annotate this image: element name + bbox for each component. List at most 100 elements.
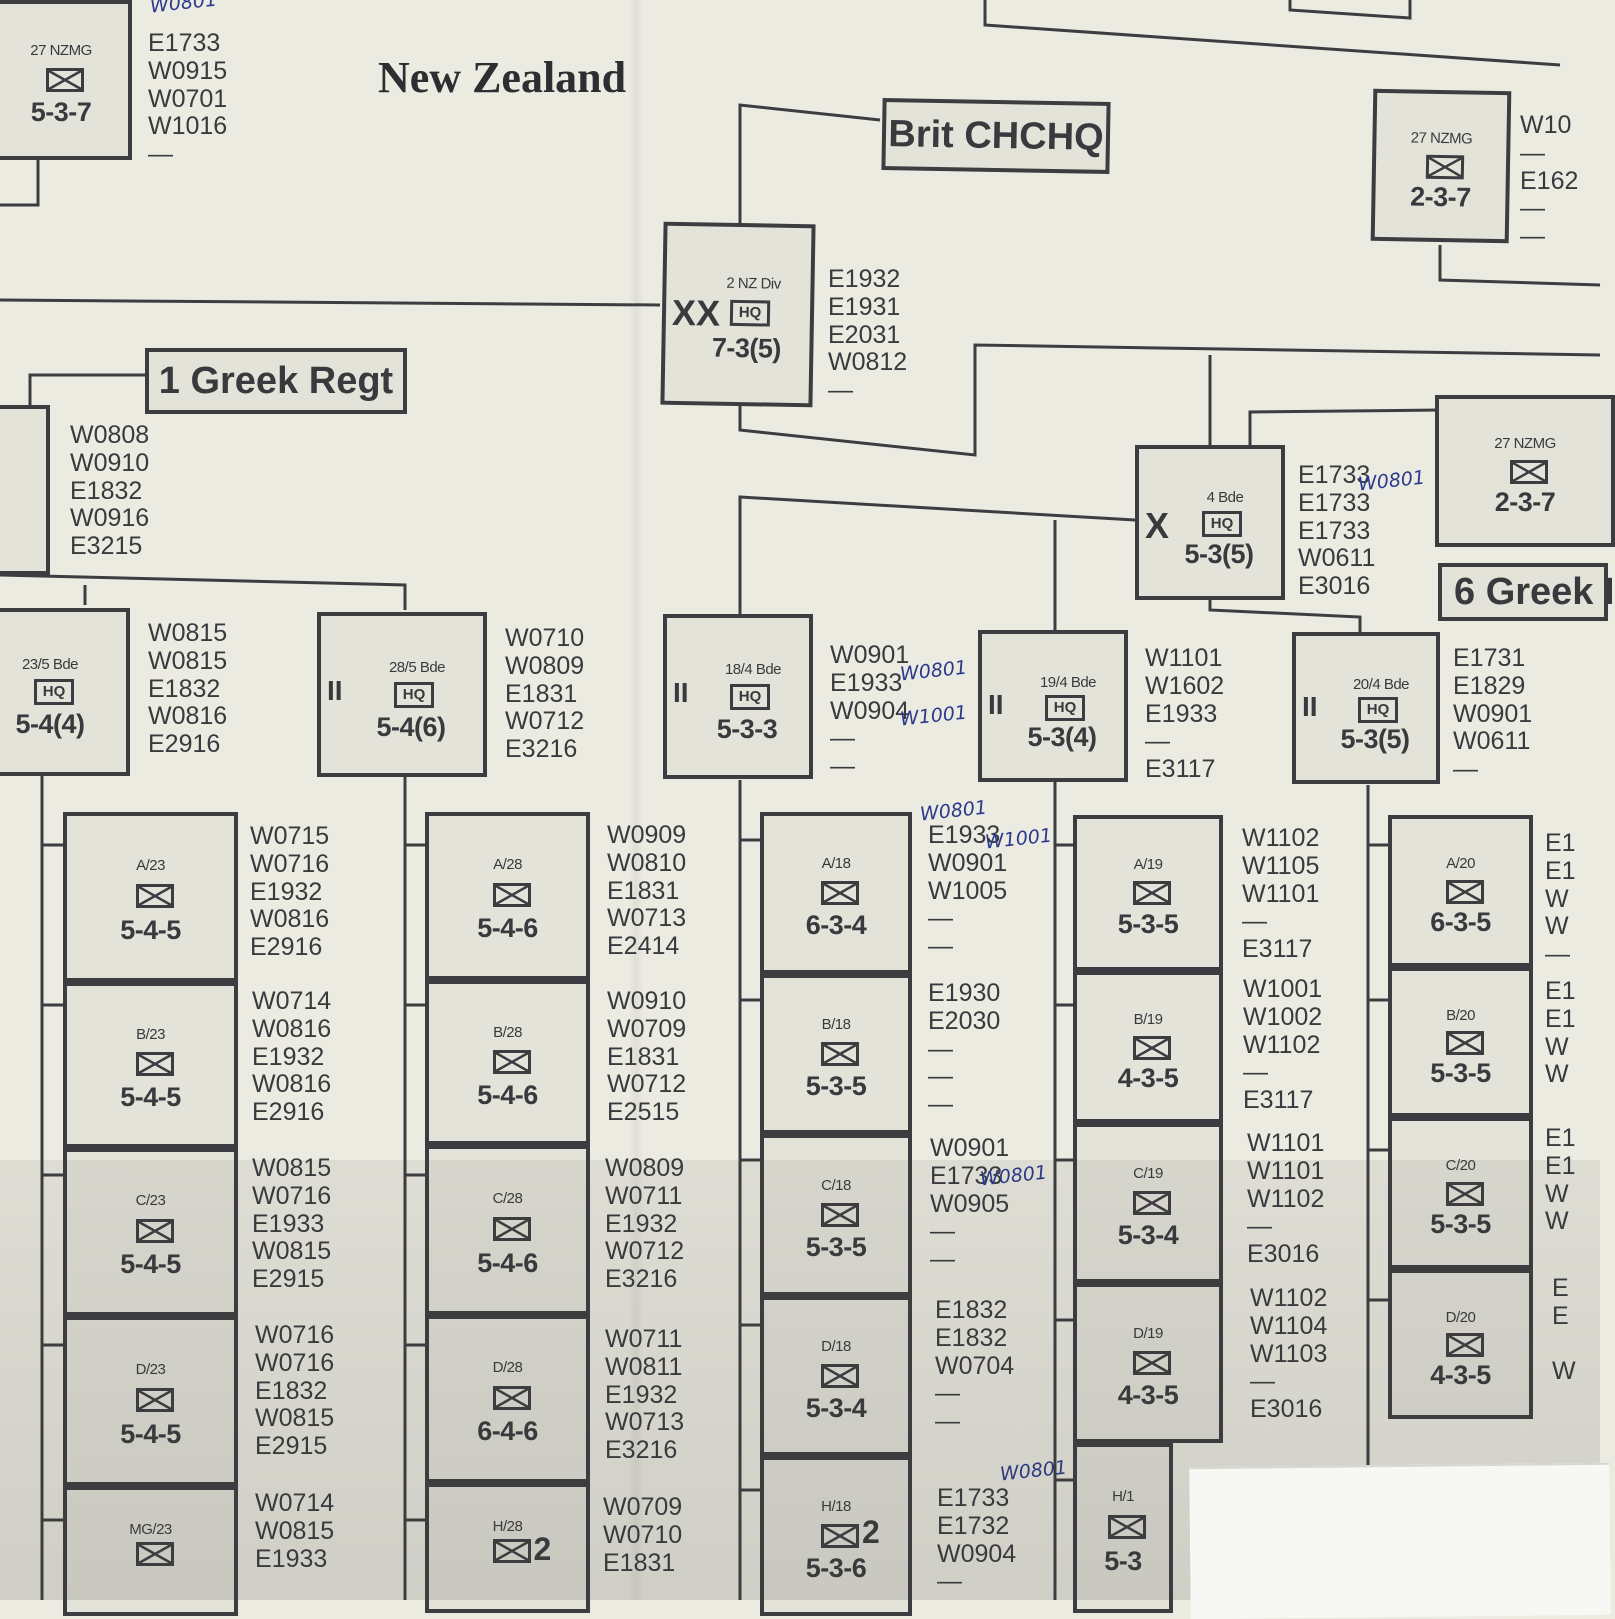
setup-code: W10 xyxy=(1520,111,1572,139)
setup-code: E1733 xyxy=(1298,461,1371,489)
setup-code: E1 xyxy=(1545,1004,1576,1033)
infantry-symbol-icon xyxy=(1133,1191,1171,1215)
unit-strength: 5-3-4 xyxy=(805,1392,867,1423)
setup-code: E3216 xyxy=(605,1436,678,1465)
setup-code: W0815 xyxy=(255,1404,335,1433)
setup-code: E2031 xyxy=(828,320,901,349)
unit-abbreviation: D/18 xyxy=(821,1338,851,1356)
setup-code: — xyxy=(928,904,953,933)
setup-code: E3016 xyxy=(1247,1240,1320,1269)
unit-step-note: 2 xyxy=(862,1514,880,1551)
setup-code: E1831 xyxy=(607,876,680,905)
setup-code: W0715 xyxy=(250,822,330,850)
echelon-marker: II xyxy=(327,675,343,707)
setup-code: W0816 xyxy=(252,1014,332,1043)
unit-strength: 5-4-6 xyxy=(477,913,538,944)
setup-code: W0712 xyxy=(605,1237,685,1266)
setup-code: W0809 xyxy=(605,1154,685,1182)
setup-code: E xyxy=(1552,1301,1569,1330)
unit-abbreviation: A/20 xyxy=(1446,855,1475,873)
unit-abbreviation: A/28 xyxy=(493,856,522,874)
setup-code: E3117 xyxy=(1243,1086,1314,1115)
unit-abbreviation: C/28 xyxy=(492,1189,523,1207)
hq-symbol-icon: HQ xyxy=(1045,694,1085,721)
setup-code: — xyxy=(1250,1367,1275,1396)
setup-code: E xyxy=(1552,1274,1569,1302)
infantry-symbol-icon xyxy=(1133,1035,1171,1060)
setup-code: W0811 xyxy=(605,1352,683,1381)
setup-code: W xyxy=(1552,1357,1576,1386)
setup-code: E1831 xyxy=(603,1548,676,1577)
setup-code: E3117 xyxy=(1145,755,1216,784)
setup-code: E2414 xyxy=(607,932,680,961)
setup-code: — xyxy=(928,1090,953,1119)
infantry-symbol-icon xyxy=(492,1050,531,1074)
setup-code: — xyxy=(1520,138,1545,167)
setup-code: E1932 xyxy=(828,265,901,293)
setup-code: W xyxy=(1545,1060,1569,1089)
infantry-symbol-icon xyxy=(1510,459,1548,484)
infantry-symbol-icon xyxy=(821,1202,859,1227)
unit-strength: 5-4-6 xyxy=(477,1079,538,1110)
setup-code: E1832 xyxy=(255,1376,328,1405)
setup-code: W1101 xyxy=(1247,1156,1325,1185)
hq-symbol-icon: HQ xyxy=(34,679,74,706)
setup-code: W1102 xyxy=(1250,1284,1328,1312)
infantry-symbol-icon xyxy=(1445,1031,1484,1055)
setup-code: E1731 xyxy=(1453,644,1526,672)
unit-strength: 4-3-5 xyxy=(1430,1360,1491,1390)
setup-code: — xyxy=(930,1217,955,1246)
setup-code: E1933 xyxy=(1145,699,1218,728)
setup-code: E1831 xyxy=(505,679,578,708)
unit-abbreviation: D/28 xyxy=(492,1359,523,1377)
setup-code: W0810 xyxy=(607,848,687,877)
setup-code: W0710 xyxy=(603,1520,683,1549)
setup-code: W1001 xyxy=(1243,975,1323,1003)
setup-code: W1102 xyxy=(1247,1184,1325,1213)
label-6-greek: 6 Greek I xyxy=(1438,563,1615,621)
infantry-symbol-icon xyxy=(492,1539,531,1563)
setup-code: E2916 xyxy=(148,730,221,759)
setup-code: W0716 xyxy=(252,1181,332,1210)
setup-code: W0910 xyxy=(607,987,687,1015)
hq-symbol-icon: HQ xyxy=(1202,511,1242,537)
unit-strength: 5-3-5 xyxy=(1430,1058,1491,1088)
setup-code: W0714 xyxy=(255,1489,335,1517)
infantry-symbol-icon xyxy=(46,68,84,92)
setup-code: W0816 xyxy=(148,702,228,731)
setup-code: E1732 xyxy=(937,1511,1010,1540)
unit-abbreviation: B/23 xyxy=(136,1025,165,1043)
setup-code: W0901 xyxy=(1453,699,1533,728)
echelon-marker: II xyxy=(988,688,1004,720)
unit-counter-d18: D/18 5-3-4 xyxy=(760,1296,912,1456)
setup-code: — xyxy=(930,1245,955,1274)
setup-code: W0901 xyxy=(930,1134,1010,1162)
setup-code: W0701 xyxy=(148,84,228,113)
infantry-symbol-icon xyxy=(135,1542,174,1566)
setup-code: — xyxy=(937,1567,962,1596)
unit-abbreviation: C/18 xyxy=(821,1176,851,1194)
setup-code: E1 xyxy=(1545,856,1576,885)
setup-code: E1932 xyxy=(605,1209,678,1238)
setup-code: E1829 xyxy=(1453,671,1526,700)
setup-code: — xyxy=(1247,1212,1272,1241)
